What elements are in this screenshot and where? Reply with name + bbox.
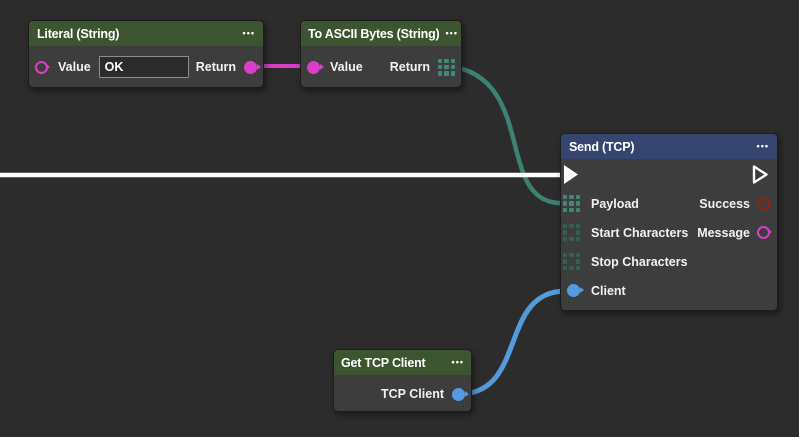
byte-array-output-port[interactable]	[438, 58, 455, 76]
port-label-value: Value	[58, 60, 91, 74]
port-label-return: Return	[195, 60, 236, 74]
string-input-port[interactable]	[35, 60, 50, 74]
wire-client[interactable]	[458, 288, 567, 397]
string-output-port[interactable]	[244, 60, 261, 74]
port-label-tcp-client: TCP Client	[381, 387, 444, 401]
node-get-tcp-client[interactable]: Get TCP Client ••• TCP Client	[333, 349, 472, 412]
port-label-message: Message	[697, 225, 750, 240]
string-input-port[interactable]	[307, 60, 324, 74]
flow-input-icon[interactable]	[563, 164, 580, 185]
node-header[interactable]: Literal (String) •••	[29, 21, 263, 46]
payload-input-port[interactable]	[563, 195, 580, 212]
port-label-client: Client	[591, 283, 626, 298]
port-label-payload: Payload	[591, 196, 639, 211]
message-output-port[interactable]	[757, 226, 772, 239]
node-menu-icon[interactable]: •••	[451, 357, 464, 367]
node-header[interactable]: To ASCII Bytes (String) •••	[301, 21, 461, 46]
node-title: Get TCP Client	[341, 355, 426, 370]
node-literal-string[interactable]: Literal (String) ••• Value Return	[28, 20, 264, 88]
node-menu-icon[interactable]: •••	[756, 141, 769, 151]
port-label-start-characters: Start Characters	[591, 225, 689, 240]
wire-bytes[interactable]	[448, 63, 567, 206]
node-to-ascii-bytes[interactable]: To ASCII Bytes (String) ••• Value Return	[300, 20, 462, 88]
port-label-stop-characters: Stop Characters	[591, 254, 688, 269]
client-input-port[interactable]	[567, 284, 584, 297]
start-characters-input-port[interactable]	[563, 224, 580, 241]
node-title: Send (TCP)	[569, 139, 635, 154]
node-title: To ASCII Bytes (String)	[308, 26, 440, 41]
node-menu-icon[interactable]: •••	[445, 28, 458, 38]
node-header[interactable]: Get TCP Client •••	[334, 350, 471, 375]
port-label-success: Success	[699, 196, 750, 211]
value-input[interactable]	[98, 56, 189, 78]
success-output-port[interactable]	[757, 197, 772, 210]
node-menu-icon[interactable]: •••	[242, 28, 255, 38]
node-send-tcp[interactable]: Send (TCP) ••• Payload Success Start Cha…	[560, 133, 778, 311]
port-label-value: Value	[330, 60, 363, 74]
port-label-return: Return	[389, 60, 430, 74]
node-title: Literal (String)	[37, 26, 120, 41]
stop-characters-input-port[interactable]	[563, 253, 580, 270]
node-header[interactable]: Send (TCP) •••	[561, 134, 777, 159]
flow-output-icon[interactable]	[752, 164, 770, 185]
tcp-client-output-port[interactable]	[452, 387, 469, 401]
